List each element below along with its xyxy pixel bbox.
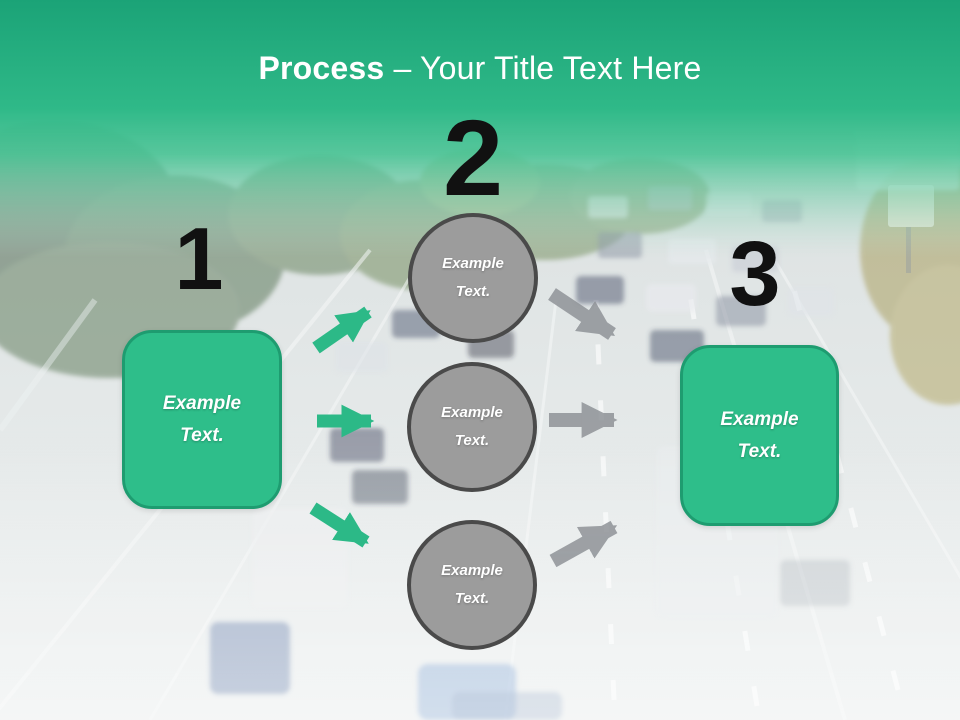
step1-box-label: Example Text. xyxy=(162,393,242,446)
step2-circle-bottom: Example Text. xyxy=(407,520,537,650)
slide-title-rest: – Your Title Text Here xyxy=(393,50,702,86)
step-number-1: 1 xyxy=(174,209,224,308)
arrow-left-to-circle-top xyxy=(312,306,372,354)
step2-circle-top: Example Text. xyxy=(408,213,538,343)
step3-box: Example Text. xyxy=(680,345,839,526)
step1-box: Example Text. xyxy=(122,330,282,509)
step2-circle-top-label: Example Text. xyxy=(442,254,504,301)
step2-circle-middle: Example Text. xyxy=(407,362,537,492)
arrow-circle-top-to-right xyxy=(548,288,616,340)
step2-circle-middle-label: Example Text. xyxy=(441,403,503,450)
arrow-left-to-circle-bottom xyxy=(309,502,370,548)
slide-title-lead: Process xyxy=(258,50,385,86)
arrow-circle-bottom-to-right xyxy=(549,520,618,568)
step-number-3: 3 xyxy=(729,223,781,325)
step2-circle-bottom-label: Example Text. xyxy=(441,561,503,608)
slide-title: Process – Your Title Text Here xyxy=(0,50,960,87)
step3-box-label: Example Text. xyxy=(720,409,799,462)
step-number-2: 2 xyxy=(442,97,504,218)
